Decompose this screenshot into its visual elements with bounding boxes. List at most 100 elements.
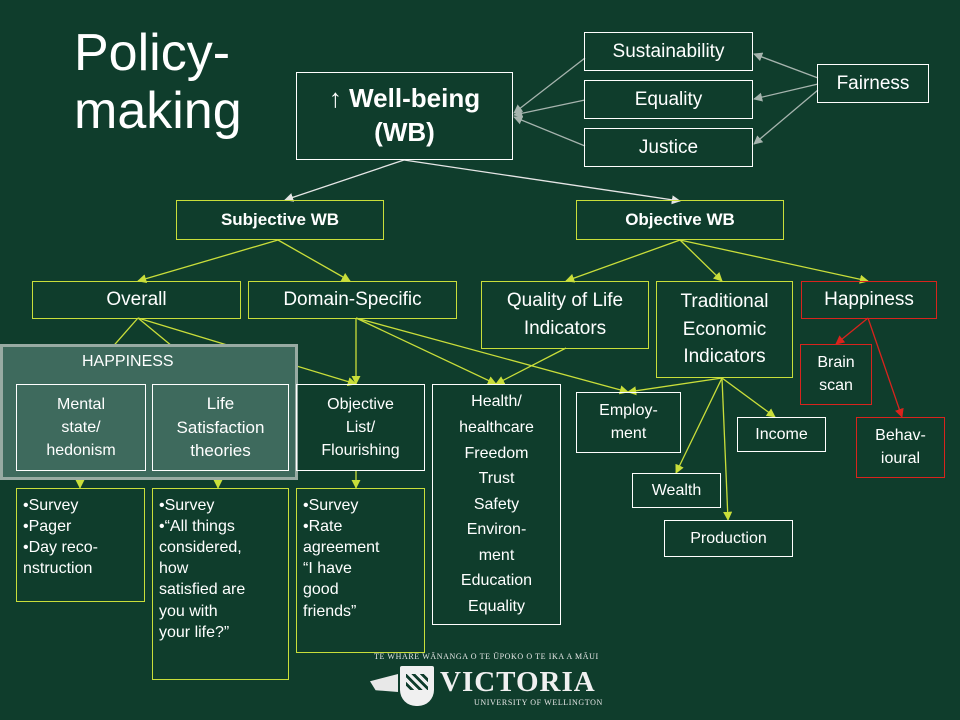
mental-line-2: state/ <box>61 418 101 436</box>
logo-maori-text: TE WHARE WĀNANGA O TE ŪPOKO O TE IKA A M… <box>374 652 599 661</box>
brain-line-1: Brain <box>817 354 855 372</box>
arrow-traditional-production <box>721 377 733 521</box>
health-item: healthcare <box>459 418 534 436</box>
title-line-2: making <box>74 82 242 140</box>
traditional-economic-box: Traditional Economic Indicators <box>656 281 793 378</box>
life-line-2: Satisfaction <box>176 417 265 437</box>
survey3-item: “I have <box>303 560 352 578</box>
survey-list-3: •Survey •Rate agreement “I have good fri… <box>296 488 425 653</box>
employment-line-2: ment <box>610 424 647 442</box>
crest-icon <box>400 666 434 706</box>
objective-wb-box: Objective WB <box>576 200 784 240</box>
logo-name: VICTORIA <box>440 666 596 698</box>
arrow-objective-traditional <box>679 239 723 282</box>
victoria-university-logo: TE WHARE WĀNANGA O TE ŪPOKO O TE IKA A M… <box>370 652 610 714</box>
survey2-item: you with <box>159 602 218 620</box>
health-item: Safety <box>473 495 520 513</box>
survey1-item: •Day reco- <box>23 539 98 557</box>
brain-scan-box: Brain scan <box>800 344 872 405</box>
health-item: Education <box>460 572 533 590</box>
overall-box: Overall <box>32 281 241 319</box>
survey2-item: your life?” <box>159 623 230 641</box>
happiness-panel-label: HAPPINESS <box>82 353 174 370</box>
objective-list-line-3: Flourishing <box>321 442 400 460</box>
health-item: Trust <box>478 470 515 488</box>
survey2-item: •Survey <box>159 497 215 514</box>
survey1-item: •Survey <box>23 497 79 514</box>
life-line-3: theories <box>190 441 251 461</box>
wellbeing-line-2: (WB) <box>374 117 435 147</box>
traditional-line-3: Indicators <box>683 346 766 368</box>
fairness-box: Fairness <box>817 64 929 103</box>
behavioural-line-1: Behav- <box>875 427 926 445</box>
arrow-traditional-wealth <box>675 377 723 474</box>
behavioural-line-2: ioural <box>880 449 921 467</box>
arrow-sustainability-wellbeing <box>513 57 586 114</box>
arrow-subjective-overall <box>137 239 279 284</box>
arrow-justice-wellbeing <box>513 115 586 147</box>
traditional-line-2: Economic <box>682 318 767 340</box>
arrow-quality-health <box>495 347 567 385</box>
health-item: Health/ <box>471 393 522 411</box>
arrow-happiness-brain <box>835 317 869 345</box>
arrow-wellbeing-objective <box>403 159 681 205</box>
arrow-traditional-employment <box>627 377 723 396</box>
arrow-fairness-justice <box>753 89 819 145</box>
arrow-subjective-domain <box>277 239 351 282</box>
arrow-domain-employment <box>355 317 629 395</box>
arrow-fairness-equality <box>753 83 819 102</box>
happiness-panel <box>0 344 298 480</box>
wellbeing-box: ↑ Well-being (WB) <box>296 72 513 160</box>
arrow-traditional-income <box>721 377 776 418</box>
health-indicators-box: Health/ healthcare Freedom Trust Safety … <box>432 384 561 625</box>
traditional-line-1: Traditional <box>680 291 769 313</box>
arrow-fairness-sustainability <box>753 52 819 79</box>
survey1-item: •Pager <box>23 518 72 536</box>
quality-line-2: Indicators <box>523 318 607 339</box>
arrow-domain-health <box>355 317 497 385</box>
survey3-item: •Survey <box>303 497 359 514</box>
happiness-box: Happiness <box>801 281 937 319</box>
brain-line-2: scan <box>819 376 853 394</box>
equality-box: Equality <box>584 80 753 119</box>
sustainability-box: Sustainability <box>584 32 753 71</box>
survey3-item: agreement <box>303 539 380 557</box>
income-box: Income <box>737 417 826 452</box>
production-box: Production <box>664 520 793 557</box>
mental-state-box: Mental state/ hedonism <box>16 384 146 471</box>
page-title: Policy- making <box>74 24 242 140</box>
survey2-item: •“All things <box>159 518 235 536</box>
justice-box: Justice <box>584 128 753 167</box>
survey3-item: good <box>303 581 339 599</box>
arrow-objective-happiness <box>679 239 869 284</box>
quality-of-life-box: Quality of Life Indicators <box>481 281 649 349</box>
mental-line-1: Mental <box>56 395 106 413</box>
objective-list-box: Objective List/ Flourishing <box>296 384 425 471</box>
wealth-box: Wealth <box>632 473 721 508</box>
health-item: Equality <box>468 598 525 616</box>
quality-line-1: Quality of Life <box>506 290 624 312</box>
health-item: Freedom <box>464 444 529 462</box>
mental-line-3: hedonism <box>46 442 116 460</box>
survey1-item: nstruction <box>23 560 93 578</box>
title-line-1: Policy- <box>74 24 231 82</box>
objective-list-line-1: Objective <box>327 395 394 413</box>
survey2-item: considered, <box>159 539 242 557</box>
health-item: Environ- <box>466 521 527 539</box>
logo-subtitle: UNIVERSITY OF WELLINGTON <box>474 698 603 707</box>
survey3-item: •Rate <box>303 518 343 536</box>
health-item: ment <box>478 546 515 564</box>
arrow-happiness-behavioural <box>867 317 904 418</box>
employment-box: Employ- ment <box>576 392 681 453</box>
bird-icon <box>370 674 398 692</box>
domain-specific-box: Domain-Specific <box>248 281 457 319</box>
employment-line-1: Employ- <box>599 402 658 420</box>
subjective-wb-box: Subjective WB <box>176 200 384 240</box>
life-line-1: Life <box>206 393 235 413</box>
behavioural-box: Behav- ioural <box>856 417 945 478</box>
life-satisfaction-box: Life Satisfaction theories <box>152 384 289 471</box>
arrow-objective-quality <box>565 239 681 283</box>
survey-list-1: •Survey •Pager •Day reco- nstruction <box>16 488 145 602</box>
survey3-item: friends” <box>303 602 357 620</box>
arrow-equality-wellbeing <box>513 99 586 118</box>
